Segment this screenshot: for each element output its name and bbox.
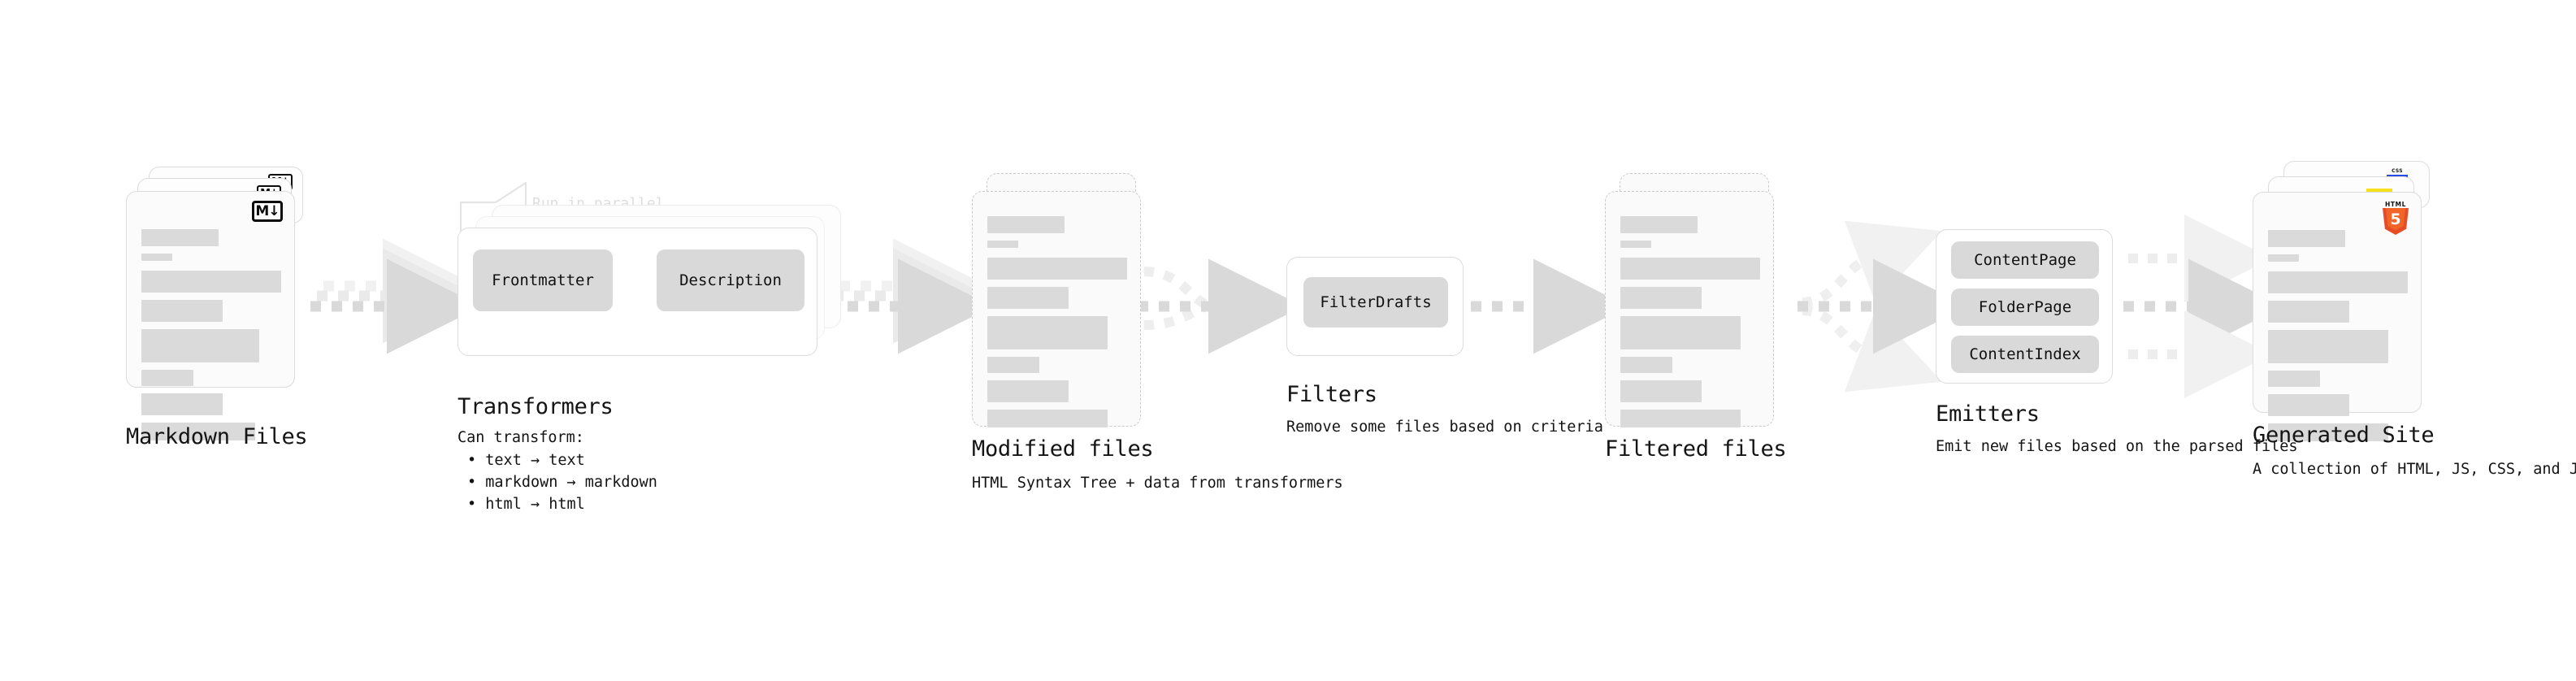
skeleton-bar bbox=[987, 410, 1108, 427]
skeleton-bar bbox=[2268, 230, 2345, 247]
skeleton-bar bbox=[2268, 330, 2388, 363]
file-card-front: M↓ bbox=[126, 191, 295, 440]
html5-badge: HTML 5 bbox=[2382, 201, 2409, 235]
run-in-parallel-bracket bbox=[459, 181, 527, 233]
emitter-pill-label: ContentIndex bbox=[1969, 345, 2081, 363]
skeleton-bar bbox=[1620, 380, 1702, 402]
filter-pill-label: FilterDrafts bbox=[1320, 293, 1432, 311]
markdown-badge-glyph: M↓ bbox=[255, 202, 280, 219]
stage-title-generated-site: Generated Site bbox=[2253, 423, 2435, 448]
emitter-pill-label: ContentPage bbox=[1974, 251, 2076, 269]
stage-subtitle-modified-files: HTML Syntax Tree + data from transformer… bbox=[972, 475, 1343, 492]
stage-subtitle-emitters: Emit new files based on the parsed files bbox=[1936, 438, 2298, 455]
emitter-pill-label: FolderPage bbox=[1978, 298, 2072, 316]
skeleton-bars bbox=[1620, 216, 1760, 435]
emitter-pill-folderpage[interactable]: FolderPage bbox=[1951, 288, 2099, 326]
transformer-bullet-1: • markdown → markdown bbox=[467, 474, 657, 491]
css-badge-label: CSS bbox=[2392, 168, 2403, 174]
emitter-pill-contentindex[interactable]: ContentIndex bbox=[1951, 336, 2099, 373]
file-card-front bbox=[972, 191, 1141, 427]
stage-subtitle-filters: Remove some files based on criteria bbox=[1286, 419, 1603, 436]
filters-frame: FilterDrafts bbox=[1286, 257, 1464, 356]
skeleton-bars bbox=[141, 229, 281, 448]
stage-title-markdown-files: Markdown Files bbox=[126, 424, 308, 449]
arrow-modified-to-filters bbox=[1138, 258, 1303, 354]
skeleton-bar bbox=[141, 229, 219, 246]
html5-badge-label: HTML bbox=[2384, 201, 2407, 208]
skeleton-bar bbox=[141, 254, 172, 261]
skeleton-bar bbox=[1620, 410, 1741, 427]
arrow-emitters-to-site bbox=[2123, 215, 2283, 398]
stage-title-modified-files: Modified files bbox=[972, 436, 1154, 462]
transformer-pill-description[interactable]: Description bbox=[657, 249, 804, 311]
transformer-bullet-0: • text → text bbox=[467, 452, 585, 469]
file-card-front bbox=[1605, 191, 1774, 427]
skeleton-bar bbox=[2268, 394, 2349, 416]
transformer-pill-label: Description bbox=[679, 271, 782, 289]
skeleton-bar bbox=[141, 370, 193, 386]
skeleton-bar bbox=[1620, 216, 1698, 233]
skeleton-bar bbox=[1620, 287, 1702, 309]
markdown-badge: M↓ bbox=[252, 201, 283, 222]
arrow-markdown-to-transformers bbox=[310, 238, 482, 354]
skeleton-bar bbox=[141, 300, 223, 322]
skeleton-bar bbox=[987, 380, 1069, 402]
skeleton-bar bbox=[1620, 241, 1651, 248]
stage-title-transformers: Transformers bbox=[458, 394, 614, 419]
skeleton-bar bbox=[1620, 316, 1741, 349]
skeleton-bar bbox=[1620, 357, 1672, 373]
transformer-frame-front: Frontmatter Description bbox=[458, 228, 817, 356]
transformer-pill-frontmatter[interactable]: Frontmatter bbox=[473, 249, 613, 311]
skeleton-bar bbox=[987, 287, 1069, 309]
html5-badge-number: 5 bbox=[2390, 210, 2401, 228]
stage-title-filtered-files: Filtered files bbox=[1605, 436, 1787, 462]
skeleton-bar bbox=[987, 258, 1127, 280]
skeleton-bars bbox=[987, 216, 1127, 435]
arrow-transformers-to-modified bbox=[826, 238, 993, 354]
skeleton-bar bbox=[2268, 271, 2408, 293]
emitter-pill-contentpage[interactable]: ContentPage bbox=[1951, 241, 2099, 279]
skeleton-bar bbox=[987, 316, 1108, 349]
filter-pill-filterdrafts[interactable]: FilterDrafts bbox=[1303, 277, 1448, 327]
skeleton-bar bbox=[987, 241, 1018, 248]
skeleton-bar bbox=[141, 393, 223, 415]
skeleton-bar bbox=[141, 271, 281, 293]
skeleton-bars bbox=[2268, 230, 2408, 449]
skeleton-bar bbox=[1620, 258, 1760, 280]
skeleton-bar bbox=[987, 216, 1065, 233]
stage-subtitle-transformers: Can transform: bbox=[458, 429, 584, 446]
skeleton-bar bbox=[987, 357, 1039, 373]
stage-title-emitters: Emitters bbox=[1936, 401, 2040, 427]
transformer-bullet-2: • html → html bbox=[467, 496, 585, 513]
emitters-frame: ContentPage FolderPage ContentIndex bbox=[1936, 229, 2113, 384]
file-card-front: HTML 5 bbox=[2253, 192, 2422, 441]
skeleton-bar bbox=[2268, 423, 2388, 441]
arrow-filtered-to-emitters bbox=[1798, 220, 1968, 393]
stage-subtitle-generated-site: A collection of HTML, JS, CSS, and JSON … bbox=[2253, 461, 2576, 478]
skeleton-bar bbox=[141, 423, 255, 440]
skeleton-bar bbox=[2268, 301, 2349, 323]
skeleton-bar bbox=[2268, 254, 2299, 262]
stage-title-filters: Filters bbox=[1286, 382, 1377, 407]
skeleton-bar bbox=[141, 329, 259, 362]
skeleton-bar bbox=[2268, 371, 2320, 387]
transformer-pill-label: Frontmatter bbox=[492, 271, 594, 289]
